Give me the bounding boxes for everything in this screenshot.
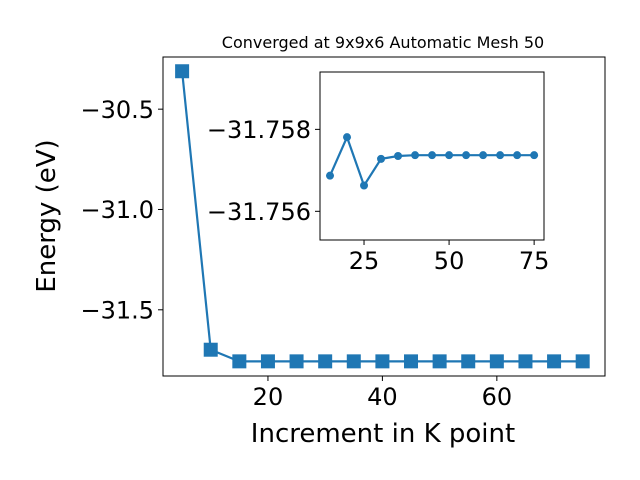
- data-point: [343, 133, 352, 142]
- data-point: [461, 354, 476, 369]
- data-point: [318, 354, 333, 369]
- data-point: [375, 354, 390, 369]
- x-tick-label: 25: [349, 247, 380, 275]
- y-axis-label: Energy (eV): [32, 139, 62, 292]
- data-point: [289, 354, 304, 369]
- data-point: [513, 151, 522, 160]
- chart-title: Converged at 9x9x6 Automatic Mesh 50: [222, 33, 544, 52]
- inset-plot: 25 50 75 −31.758 −31.756: [207, 71, 550, 275]
- x-tick-label: 75: [519, 247, 550, 275]
- data-point: [445, 151, 454, 160]
- data-point: [377, 154, 386, 163]
- data-point: [175, 64, 190, 79]
- data-point: [326, 171, 335, 180]
- data-point: [428, 151, 437, 160]
- data-point: [260, 354, 275, 369]
- x-tick-label: 20: [253, 383, 284, 411]
- data-point: [432, 354, 447, 369]
- x-tick-label: 60: [482, 383, 513, 411]
- y-tick-label: −31.5: [80, 296, 154, 324]
- y-tick-label: −31.0: [80, 196, 154, 224]
- x-tick-label: 40: [367, 383, 398, 411]
- y-tick-label: −31.756: [207, 198, 311, 226]
- data-point: [518, 354, 533, 369]
- y-tick-label: −30.5: [80, 96, 154, 124]
- data-point: [232, 354, 247, 369]
- data-point: [462, 151, 471, 160]
- data-point: [360, 181, 369, 190]
- y-tick-label: −31.758: [207, 116, 311, 144]
- data-point: [411, 151, 420, 160]
- data-point: [394, 152, 403, 160]
- data-point: [575, 354, 590, 369]
- data-point: [530, 151, 539, 160]
- x-axis-label: Increment in K point: [251, 419, 515, 449]
- data-point: [489, 354, 504, 369]
- data-point: [203, 342, 218, 357]
- data-point: [496, 151, 505, 160]
- data-point: [346, 354, 361, 369]
- data-point: [547, 354, 562, 369]
- data-point: [479, 151, 488, 160]
- x-tick-label: 50: [434, 247, 465, 275]
- data-point: [404, 354, 419, 369]
